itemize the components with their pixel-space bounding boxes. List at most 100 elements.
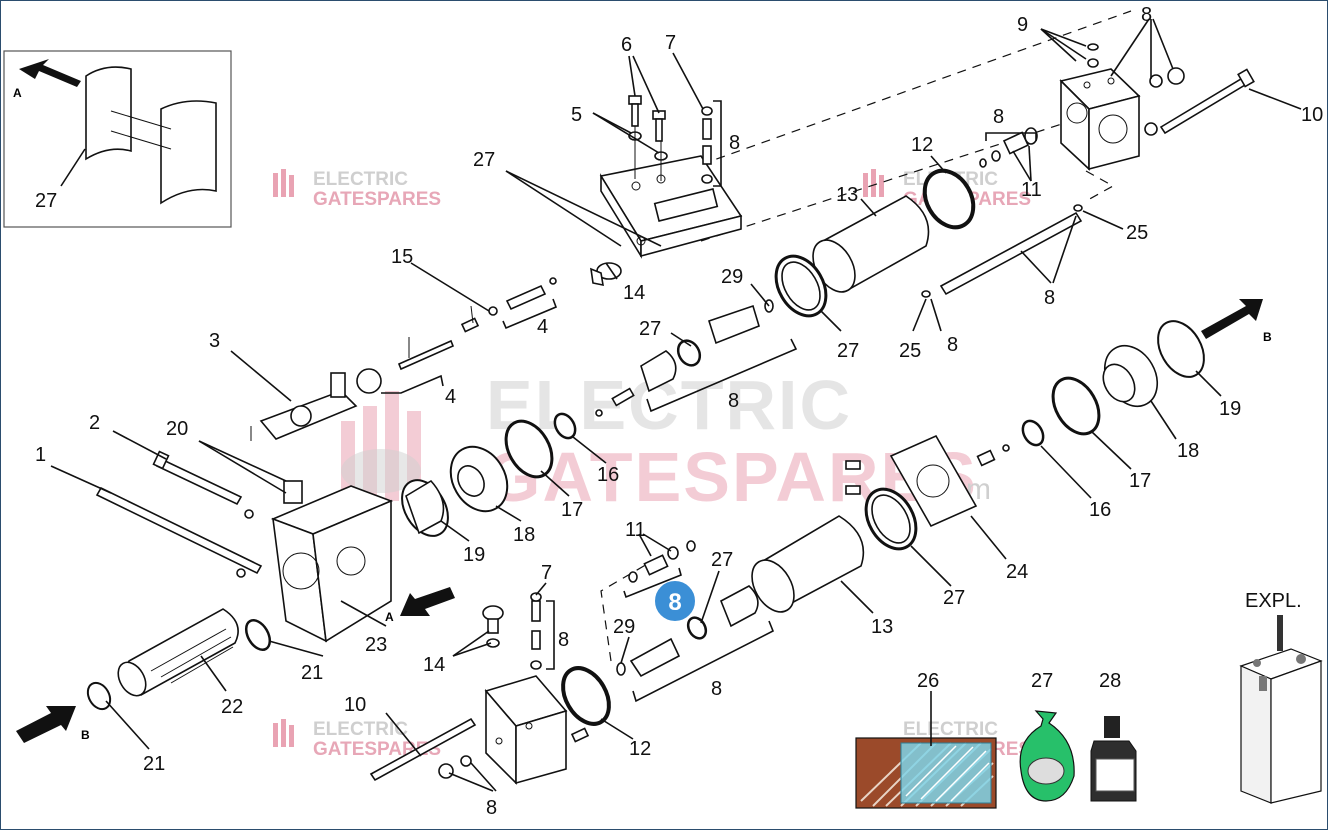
ring-16-right xyxy=(1021,419,1045,447)
callout-7-bottom: 7 xyxy=(541,562,552,584)
ring-21-mid xyxy=(244,619,272,651)
top-screws xyxy=(628,95,713,184)
callout-27-oring: 27 xyxy=(639,318,661,340)
callout-labels: 27 6 7 5 8 27 9 8 10 8 12 11 13 25 8 15 … xyxy=(35,4,1323,819)
ring-17-right xyxy=(1051,376,1101,436)
letter-b-left: B xyxy=(81,728,90,742)
callout-27-inset: 27 xyxy=(35,190,57,212)
o-ring-top xyxy=(922,168,976,230)
callout-10-top: 10 xyxy=(1301,104,1323,126)
callout-3: 3 xyxy=(209,330,220,352)
callout-23: 23 xyxy=(365,634,387,656)
o-ring-bottom xyxy=(561,666,611,726)
callout-6: 6 xyxy=(621,34,632,56)
watermark-small-line1: ELECTRIC xyxy=(313,169,408,190)
gasket-kit-26 xyxy=(855,737,997,809)
grease-bag-27 xyxy=(1019,710,1075,802)
callout-27-right-ring: 27 xyxy=(943,587,965,609)
callout-24: 24 xyxy=(1006,561,1028,583)
arrow-b-right-icon xyxy=(1201,299,1263,339)
assembled-unit xyxy=(1239,615,1323,804)
explode-label: EXPL. xyxy=(1245,590,1302,612)
arrow-a-mid-icon xyxy=(400,587,455,616)
callout-10-bottom: 10 xyxy=(344,694,366,716)
top-right-screws xyxy=(1087,43,1185,136)
ring-21-left xyxy=(86,681,112,711)
inset-bracket-right xyxy=(160,100,217,205)
piston-18-right xyxy=(1102,345,1159,407)
letter-a-mid: A xyxy=(385,610,394,624)
callout-29-top: 29 xyxy=(721,266,743,288)
leader-lines xyxy=(50,18,1302,792)
callout-14-top: 14 xyxy=(623,282,645,304)
callout-13-bottom: 13 xyxy=(871,616,893,638)
valve-block-bottom xyxy=(484,675,590,785)
ring-19-right xyxy=(1157,320,1205,378)
callout-29-bottom: 29 xyxy=(613,616,635,638)
callout-11-bottom: 11 xyxy=(625,519,646,541)
callout-27-bag: 27 xyxy=(1031,670,1053,692)
valve-parts-top xyxy=(979,127,1038,168)
callout-17-mid: 17 xyxy=(561,499,583,521)
callout-8-top-bracket: 8 xyxy=(729,132,740,154)
callout-8-mid-bracket: 8 xyxy=(993,106,1004,128)
callout-9: 9 xyxy=(1017,14,1028,36)
callout-12-top: 12 xyxy=(911,134,933,156)
rod-1 xyxy=(95,486,263,575)
part-badge[interactable]: 8 xyxy=(653,579,697,623)
badge-number: 8 xyxy=(668,589,681,616)
callout-5: 5 xyxy=(571,104,582,126)
callout-27-bottom: 27 xyxy=(711,549,733,571)
letter-a-inset: A xyxy=(13,86,22,100)
callout-4-upper: 4 xyxy=(537,316,548,338)
callout-13-top: 13 xyxy=(836,184,858,206)
callout-18-mid: 18 xyxy=(513,524,535,546)
watermark-small-logo-icon xyxy=(273,719,294,747)
callout-21-mid: 21 xyxy=(301,662,323,684)
inset-box: A xyxy=(3,50,232,228)
tie-rod-top xyxy=(1159,77,1247,135)
cylinder-tube-bottom xyxy=(751,515,865,613)
watermark-small-3: ELECTRIC GATESPARES xyxy=(273,719,441,760)
callout-16-mid: 16 xyxy=(597,464,619,486)
watermark-small-line1: ELECTRIC xyxy=(313,719,408,740)
callout-8-lower-bracket: 8 xyxy=(728,390,739,412)
watermark-small-line2: GATESPARES xyxy=(313,189,441,210)
callout-8-bottom-mid: 8 xyxy=(711,678,722,700)
valve-parts-bottom xyxy=(628,540,696,583)
callout-7-top: 7 xyxy=(665,32,676,54)
oil-bottle-28 xyxy=(1090,716,1137,802)
callout-8-rods: 8 xyxy=(1044,287,1055,309)
watermark-small-line1: ELECTRIC xyxy=(903,719,998,740)
watermark-small-logo-icon xyxy=(273,169,294,197)
tie-rod-bottom xyxy=(369,717,477,782)
callout-25-right: 25 xyxy=(1126,222,1148,244)
callout-19-mid: 19 xyxy=(463,544,485,566)
callout-25-mid: 25 xyxy=(899,340,921,362)
callout-19-right: 19 xyxy=(1219,398,1241,420)
callout-8-bottom: 8 xyxy=(486,797,497,819)
callout-26: 26 xyxy=(917,670,939,692)
arrow-b-left-icon xyxy=(16,706,76,743)
bolt-2 xyxy=(155,457,243,506)
ribbed-sleeve-22 xyxy=(117,608,239,697)
callout-20: 20 xyxy=(166,418,188,440)
callout-2: 2 xyxy=(89,412,100,434)
callout-11-top: 11 xyxy=(1021,179,1042,201)
callout-27-ring: 27 xyxy=(837,340,859,362)
gasket-plate-24 xyxy=(845,434,978,528)
callout-28: 28 xyxy=(1099,670,1121,692)
callout-16-right: 16 xyxy=(1089,499,1111,521)
letter-b-right: B xyxy=(1263,330,1272,344)
callout-8-bottom-bracket: 8 xyxy=(558,629,569,651)
callout-22: 22 xyxy=(221,696,243,718)
callout-21-left: 21 xyxy=(143,753,165,775)
shaft-parts-upper xyxy=(397,262,622,371)
watermark-small-logo-icon xyxy=(863,169,884,197)
watermark-logo-icon xyxy=(341,391,421,501)
callout-1: 1 xyxy=(35,444,46,466)
callout-8-small: 8 xyxy=(947,334,958,356)
gear-mechanism xyxy=(250,368,382,441)
